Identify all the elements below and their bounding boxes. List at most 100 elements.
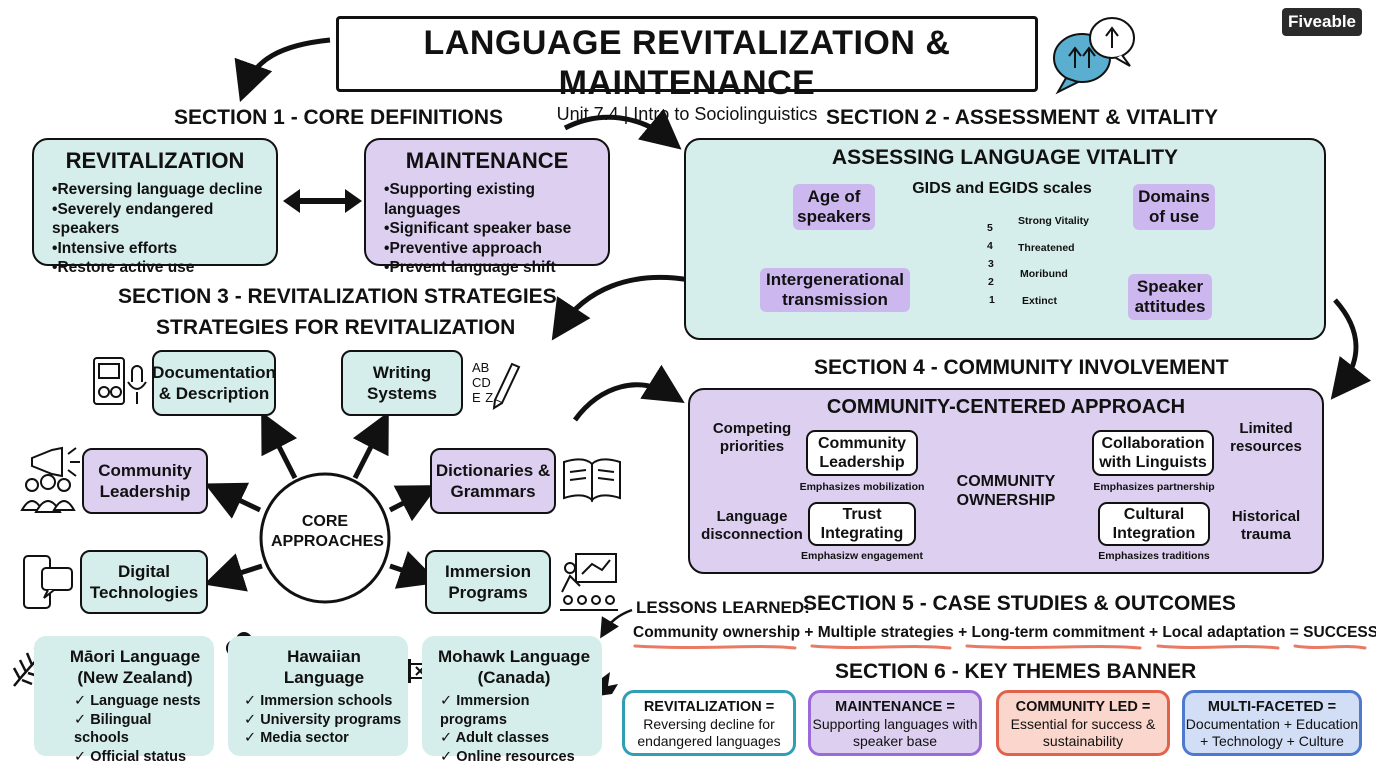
theme-revitalization: REVITALIZATION = Reversing decline for e… bbox=[622, 690, 796, 756]
section3-subheading: STRATEGIES FOR REVITALIZATION bbox=[156, 316, 516, 339]
book-icon bbox=[563, 458, 621, 503]
page-title: LANGUAGE REVITALIZATION & MAINTENANCE bbox=[423, 24, 951, 102]
challenge-competing: Competing priorities bbox=[712, 420, 792, 455]
theme-title: REVITALIZATION = bbox=[643, 699, 775, 715]
list-item: Prevent language shift bbox=[384, 258, 602, 278]
section6-heading: SECTION 6 - KEY THEMES BANNER bbox=[835, 660, 1197, 683]
arrow-section2-to-section4 bbox=[1330, 298, 1372, 400]
equation-term: Community ownership bbox=[633, 624, 801, 641]
trust-note: Emphasizw engagement bbox=[801, 550, 923, 562]
list-item: Reversing language decline bbox=[52, 180, 270, 200]
core-circle bbox=[259, 472, 391, 604]
section4-heading: SECTION 4 - COMMUNITY INVOLVEMENT bbox=[814, 356, 1229, 379]
equation-term: Local adaptation bbox=[1162, 624, 1286, 641]
ladder-number: 4 bbox=[987, 240, 993, 252]
list-item: Preventive approach bbox=[384, 239, 602, 259]
digital-technologies-box: Digital Technologies bbox=[80, 550, 208, 614]
plus-sign: + bbox=[804, 624, 814, 641]
challenge-trauma: Historical trauma bbox=[1231, 508, 1301, 543]
ladder-label: Threatened bbox=[1018, 242, 1075, 254]
community-ownership-center: COMMUNITY OWNERSHIP bbox=[956, 473, 1056, 509]
theme-title: COMMUNITY LED = bbox=[1015, 699, 1151, 715]
arrow-title-to-section1 bbox=[234, 37, 331, 103]
megaphone-icon bbox=[31, 446, 80, 478]
brand-logo: Fiveable bbox=[1282, 8, 1362, 36]
section2-heading: SECTION 2 - ASSESSMENT & VITALITY bbox=[826, 106, 1219, 129]
community-leadership-node: Community Leadership bbox=[806, 430, 918, 476]
revitalization-list: Reversing language decline Severely enda… bbox=[40, 180, 270, 278]
phone-icon bbox=[23, 555, 73, 609]
revitalization-card: REVITALIZATION Reversing language declin… bbox=[32, 138, 278, 276]
maintenance-title: MAINTENANCE bbox=[405, 148, 569, 173]
theme-multi-faceted: MULTI-FACETED = Documentation + Educatio… bbox=[1182, 690, 1362, 756]
equation-term: Multiple strategies bbox=[817, 624, 954, 641]
plus-sign: + bbox=[958, 624, 968, 641]
list-item: Official status bbox=[74, 748, 210, 767]
list-item: Restore active use bbox=[52, 258, 270, 278]
section5-heading: SECTION 5 - CASE STUDIES & OUTCOMES bbox=[803, 592, 1236, 615]
collaboration-note: Emphasizes partnership bbox=[1093, 481, 1215, 493]
title-box: LANGUAGE REVITALIZATION & MAINTENANCE Un… bbox=[336, 16, 1038, 124]
teacher-board-icon bbox=[560, 553, 618, 611]
page-subtitle: Unit 7.4 | Intro to Sociolinguistics bbox=[556, 104, 818, 124]
list-item: Media sector bbox=[244, 729, 404, 748]
age-of-speakers: Age of speakers bbox=[793, 184, 875, 230]
case-title: Mohawk Language (Canada) bbox=[437, 647, 591, 687]
case-list: Immersion programs Adult classes Online … bbox=[430, 692, 598, 766]
writing-systems-box: Writing Systems bbox=[341, 350, 463, 416]
case-list: Language nests Bilingual schools Officia… bbox=[60, 692, 210, 766]
ladder-number: 2 bbox=[988, 276, 994, 288]
community-panel bbox=[688, 388, 1324, 574]
case-maori: Māori Language (New Zealand) Language ne… bbox=[34, 636, 214, 765]
community-leadership-box: Community Leadership bbox=[82, 448, 208, 514]
theme-title: MAINTENANCE = bbox=[835, 699, 955, 715]
domains-of-use: Domains of use bbox=[1133, 184, 1215, 230]
theme-community-led: COMMUNITY LED = Essential for success & … bbox=[996, 690, 1170, 756]
leadership-note: Emphasizes mobilization bbox=[799, 481, 925, 493]
cultural-note: Emphasizes traditions bbox=[1098, 550, 1210, 562]
intergenerational-transmission: Intergenerational transmission bbox=[760, 268, 910, 312]
arrow-section2-to-section3 bbox=[551, 274, 691, 341]
equation-term: Long-term commitment bbox=[971, 624, 1145, 641]
trust-node: Trust Integrating bbox=[808, 502, 916, 546]
documentation-box: Documentation & Description bbox=[152, 350, 276, 416]
challenge-disconnection: Language disconnection bbox=[701, 508, 803, 543]
equals-sign: = bbox=[1289, 624, 1299, 641]
dictionaries-box: Dictionaries & Grammars bbox=[430, 448, 556, 514]
cultural-node: Cultural Integration bbox=[1098, 502, 1210, 546]
ladder-label: Strong Vitality bbox=[1018, 215, 1089, 227]
list-item: Severely endangered speakers bbox=[52, 200, 270, 239]
list-item: Language nests bbox=[74, 692, 210, 711]
plus-sign: + bbox=[1148, 624, 1159, 641]
ladder-number: 3 bbox=[988, 258, 994, 270]
ladder-number: 5 bbox=[987, 222, 993, 234]
ladder-label: Extinct bbox=[1022, 295, 1058, 307]
theme-text: Essential for success & sustainability bbox=[1010, 716, 1156, 749]
scales-label: GIDS and EGIDS scales bbox=[912, 180, 1092, 197]
pen-icon bbox=[492, 362, 521, 410]
theme-title: MULTI-FACETED = bbox=[1207, 699, 1337, 715]
collaboration-node: Collaboration with Linguists bbox=[1092, 430, 1214, 476]
revitalization-title: REVITALIZATION bbox=[65, 148, 245, 173]
lessons-label: LESSONS LEARNED: bbox=[636, 598, 810, 617]
arrow-section3-to-section4 bbox=[572, 364, 685, 422]
equation-result: SUCCESS bbox=[1303, 624, 1376, 641]
case-hawaiian: Hawaiian Language Immersion schools Univ… bbox=[228, 636, 408, 756]
arrow-section1-to-section2 bbox=[563, 108, 682, 150]
case-title: Māori Language (New Zealand) bbox=[69, 647, 201, 687]
section1-heading: SECTION 1 - CORE DEFINITIONS bbox=[174, 106, 504, 129]
vitality-title: ASSESSING LANGUAGE VITALITY bbox=[831, 146, 1179, 169]
microphone-icon bbox=[127, 365, 147, 404]
section3-heading: SECTION 3 - REVITALIZATION STRATEGIES bbox=[118, 285, 557, 308]
maintenance-list: Supporting existing languages Significan… bbox=[372, 180, 602, 278]
list-item: Intensive efforts bbox=[52, 239, 270, 259]
theme-text: Documentation + Education + Technology +… bbox=[1185, 716, 1359, 749]
recorder-icon bbox=[93, 357, 125, 405]
theme-text: Reversing decline for endangered languag… bbox=[637, 716, 781, 749]
theme-maintenance: MAINTENANCE = Supporting languages with … bbox=[808, 690, 982, 756]
case-title: Hawaiian Language bbox=[283, 647, 365, 687]
people-group-icon bbox=[20, 474, 76, 513]
abc-letters: AB CD E Z bbox=[472, 360, 494, 405]
challenge-limited: Limited resources bbox=[1230, 420, 1302, 455]
